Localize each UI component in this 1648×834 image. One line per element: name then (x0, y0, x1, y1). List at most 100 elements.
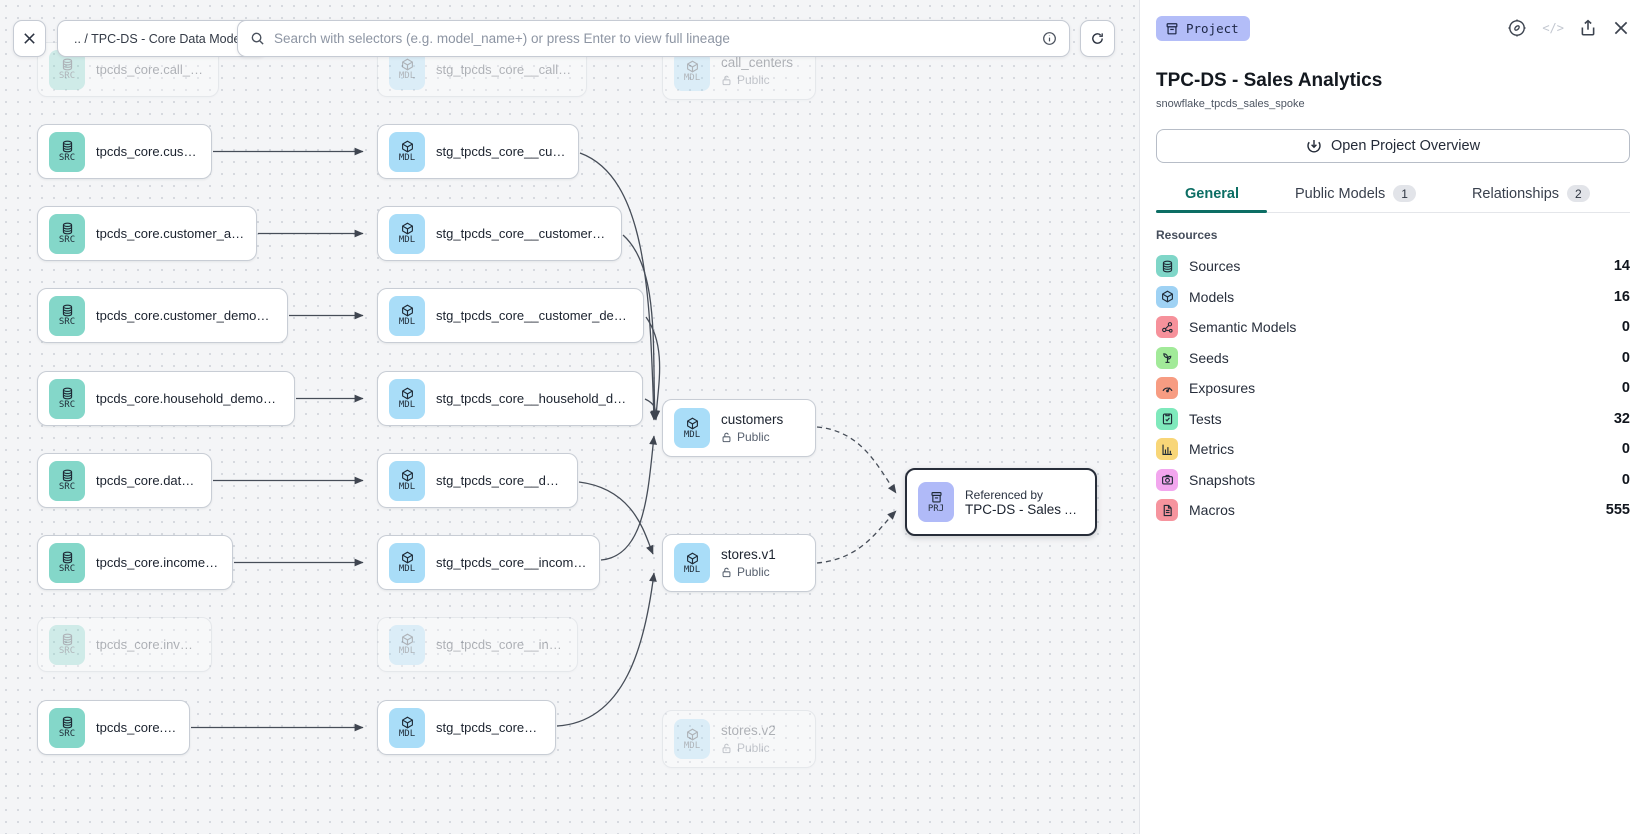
resource-row-tests: Tests 32 (1156, 404, 1630, 435)
lock-open-icon (721, 567, 732, 578)
node-mdl-stg-household-demographics[interactable]: MDL stg_tpcds_core__household_demogr… (377, 371, 643, 426)
project-badge: PRJ (918, 482, 954, 522)
exposures-icon (1156, 377, 1178, 400)
lineage-canvas[interactable]: SRC tpcds_core.call_center SRC tpcds_cor… (0, 0, 1139, 834)
close-lineage-button[interactable] (13, 20, 46, 57)
node-label: stores.v2 (721, 723, 776, 738)
node-label: tpcds_core.call_center (96, 62, 207, 77)
model-badge: MDL (389, 707, 425, 748)
node-mdl-stg-store[interactable]: MDL stg_tpcds_core__store (377, 700, 556, 755)
node-src-income-band[interactable]: SRC tpcds_core.income_band (37, 535, 233, 590)
search-input[interactable] (274, 31, 1033, 46)
node-label: customers (721, 412, 784, 427)
share-icon[interactable] (1579, 19, 1597, 37)
resource-row-exposures: Exposures 0 (1156, 373, 1630, 404)
node-label: tpcds_core.store (96, 720, 178, 735)
models-icon (1156, 285, 1178, 308)
node-label: stg_tpcds_core__income_band (436, 555, 588, 570)
source-badge: SRC (49, 460, 85, 501)
node-mdl-stg-date-dim[interactable]: MDL stg_tpcds_core__date_dim (377, 453, 578, 508)
cube-icon (686, 552, 699, 565)
details-panel: Project </> TPC-DS - Sales Analytics sno… (1139, 0, 1648, 834)
cube-icon (401, 140, 414, 153)
source-badge: SRC (49, 295, 85, 336)
node-label: stg_tpcds_core__inventory (436, 637, 566, 652)
database-icon (61, 716, 74, 729)
sources-icon (1156, 255, 1178, 278)
open-project-overview-button[interactable]: Open Project Overview (1156, 129, 1630, 163)
refresh-icon (1090, 31, 1105, 46)
source-badge: SRC (49, 707, 85, 748)
archive-icon (930, 491, 943, 504)
node-label: tpcds_core.inventory (96, 637, 200, 652)
model-badge: MDL (674, 408, 710, 448)
node-mdl-stg-income-band[interactable]: MDL stg_tpcds_core__income_band (377, 535, 600, 590)
model-badge: MDL (389, 131, 425, 172)
cube-icon (401, 222, 414, 235)
node-label: stores.v1 (721, 547, 776, 562)
referenced-by-label: Referenced by (965, 488, 1044, 502)
seeds-icon (1156, 346, 1178, 369)
database-icon (61, 304, 74, 317)
node-mdl-stg-inventory[interactable]: MDL stg_tpcds_core__inventory (377, 617, 578, 672)
resources-list: Sources 14 Models 16 Semantic Models 0 S… (1156, 251, 1630, 526)
node-src-date-dim[interactable]: SRC tpcds_core.date_dim (37, 453, 212, 508)
node-label: tpcds_core.income_band (96, 555, 221, 570)
search-icon (250, 31, 265, 46)
node-mdl-stores-v2[interactable]: MDL stores.v2 Public (662, 710, 816, 768)
macros-icon (1156, 499, 1178, 522)
cube-icon (401, 633, 414, 646)
node-src-customer-address[interactable]: SRC tpcds_core.customer_address (37, 206, 257, 261)
node-src-inventory[interactable]: SRC tpcds_core.inventory (37, 617, 212, 672)
tab-general[interactable]: General (1156, 186, 1267, 213)
info-icon[interactable] (1042, 31, 1057, 46)
access-label: Public (737, 741, 770, 755)
breadcrumb[interactable]: .. / TPC-DS - Core Data Models (57, 20, 267, 57)
source-badge: SRC (49, 378, 85, 419)
database-icon (61, 387, 74, 400)
metrics-icon (1156, 438, 1178, 461)
node-src-store[interactable]: SRC tpcds_core.store (37, 700, 190, 755)
model-badge: MDL (674, 719, 710, 759)
node-label: tpcds_core.date_dim (96, 473, 200, 488)
node-mdl-stg-customer-demographics[interactable]: MDL stg_tpcds_core__customer_demogra… (377, 288, 644, 343)
node-mdl-stg-customer-address[interactable]: MDL stg_tpcds_core__customer_address (377, 206, 622, 261)
node-label: stg_tpcds_core__customer (436, 144, 567, 159)
model-badge: MDL (389, 295, 425, 336)
model-badge: MDL (389, 460, 425, 501)
node-mdl-stores-v1[interactable]: MDL stores.v1 Public (662, 534, 816, 592)
node-mdl-customers[interactable]: MDL customers Public (662, 399, 816, 457)
close-panel-icon[interactable] (1612, 19, 1630, 37)
node-mdl-stg-customer[interactable]: MDL stg_tpcds_core__customer (377, 124, 579, 179)
refresh-lineage-button[interactable] (1080, 20, 1115, 57)
node-label: tpcds_core.customer_address (96, 226, 245, 241)
database-icon (61, 551, 74, 564)
source-badge: SRC (49, 131, 85, 172)
node-src-customer[interactable]: SRC tpcds_core.customer (37, 124, 212, 179)
database-icon (61, 633, 74, 646)
semantic-models-icon (1156, 316, 1178, 339)
cube-icon (686, 728, 699, 741)
lock-open-icon (721, 75, 732, 86)
cube-icon (401, 716, 414, 729)
node-label: stg_tpcds_core__household_demogr… (436, 391, 631, 406)
tab-count-badge: 1 (1393, 185, 1416, 202)
node-src-customer-demographics[interactable]: SRC tpcds_core.customer_demographics (37, 288, 288, 343)
view-code-icon: </> (1542, 21, 1564, 35)
node-prj-sales-analytics[interactable]: PRJ Referenced by TPC-DS - Sales Analyti… (905, 468, 1097, 536)
panel-title: TPC-DS - Sales Analytics (1156, 70, 1383, 91)
lineage-search (237, 20, 1070, 57)
resource-row-sources: Sources 14 (1156, 251, 1630, 282)
model-badge: MDL (389, 378, 425, 419)
node-src-household-demographics[interactable]: SRC tpcds_core.household_demographics (37, 371, 295, 426)
database-icon (61, 469, 74, 482)
resource-row-macros: Macros 555 (1156, 495, 1630, 526)
cube-icon (401, 551, 414, 564)
node-label: tpcds_core.customer (96, 144, 200, 159)
explore-lineage-icon[interactable] (1507, 18, 1527, 38)
node-label: stg_tpcds_core__customer_demogra… (436, 308, 632, 323)
node-label: stg_tpcds_core__date_dim (436, 473, 566, 488)
tab-count-badge: 2 (1567, 185, 1590, 202)
